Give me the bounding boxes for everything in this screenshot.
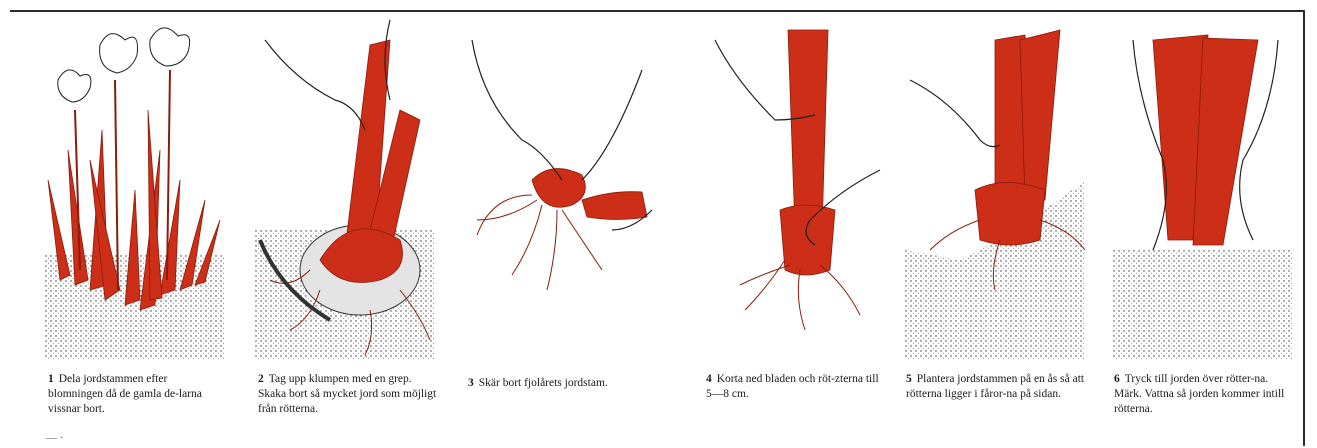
step-5-illustration (900, 0, 1095, 370)
step-number: 4 (706, 373, 712, 385)
roots (477, 195, 602, 290)
step-text: Tag upp klumpen med en grep. Skaka bort … (258, 373, 436, 415)
step-1-illustration (40, 0, 230, 370)
hand (910, 80, 1000, 147)
footer-mark: — · (46, 432, 63, 444)
step-3-illustration (462, 0, 657, 370)
step-number: 3 (468, 377, 474, 389)
step-6-illustration (1108, 0, 1298, 370)
step-number: 6 (1114, 373, 1120, 385)
planted-rhizome (1153, 35, 1258, 245)
step-3: 3 Skär bort fjolårets jordstam. (462, 0, 657, 448)
soil (1113, 250, 1293, 360)
step-number: 2 (258, 373, 264, 385)
step-number: 5 (906, 373, 912, 385)
step-2-illustration (250, 0, 445, 370)
step-number: 1 (48, 373, 54, 385)
step-text: Korta ned bladen och röt-zterna till 5—8… (706, 373, 879, 400)
step-3-caption: 3 Skär bort fjolårets jordstam. (468, 376, 653, 391)
step-text: Tryck till jorden över rötter-na. Märk. … (1114, 373, 1284, 415)
step-text: Plantera jordstammen på en ås så att röt… (906, 373, 1084, 400)
roots (740, 260, 860, 330)
step-text: Skär bort fjolårets jordstam. (479, 377, 608, 389)
step-text: Dela jordstammen efter blomningen då de … (48, 373, 202, 415)
step-4-illustration (700, 0, 895, 370)
rhizome (532, 169, 647, 220)
